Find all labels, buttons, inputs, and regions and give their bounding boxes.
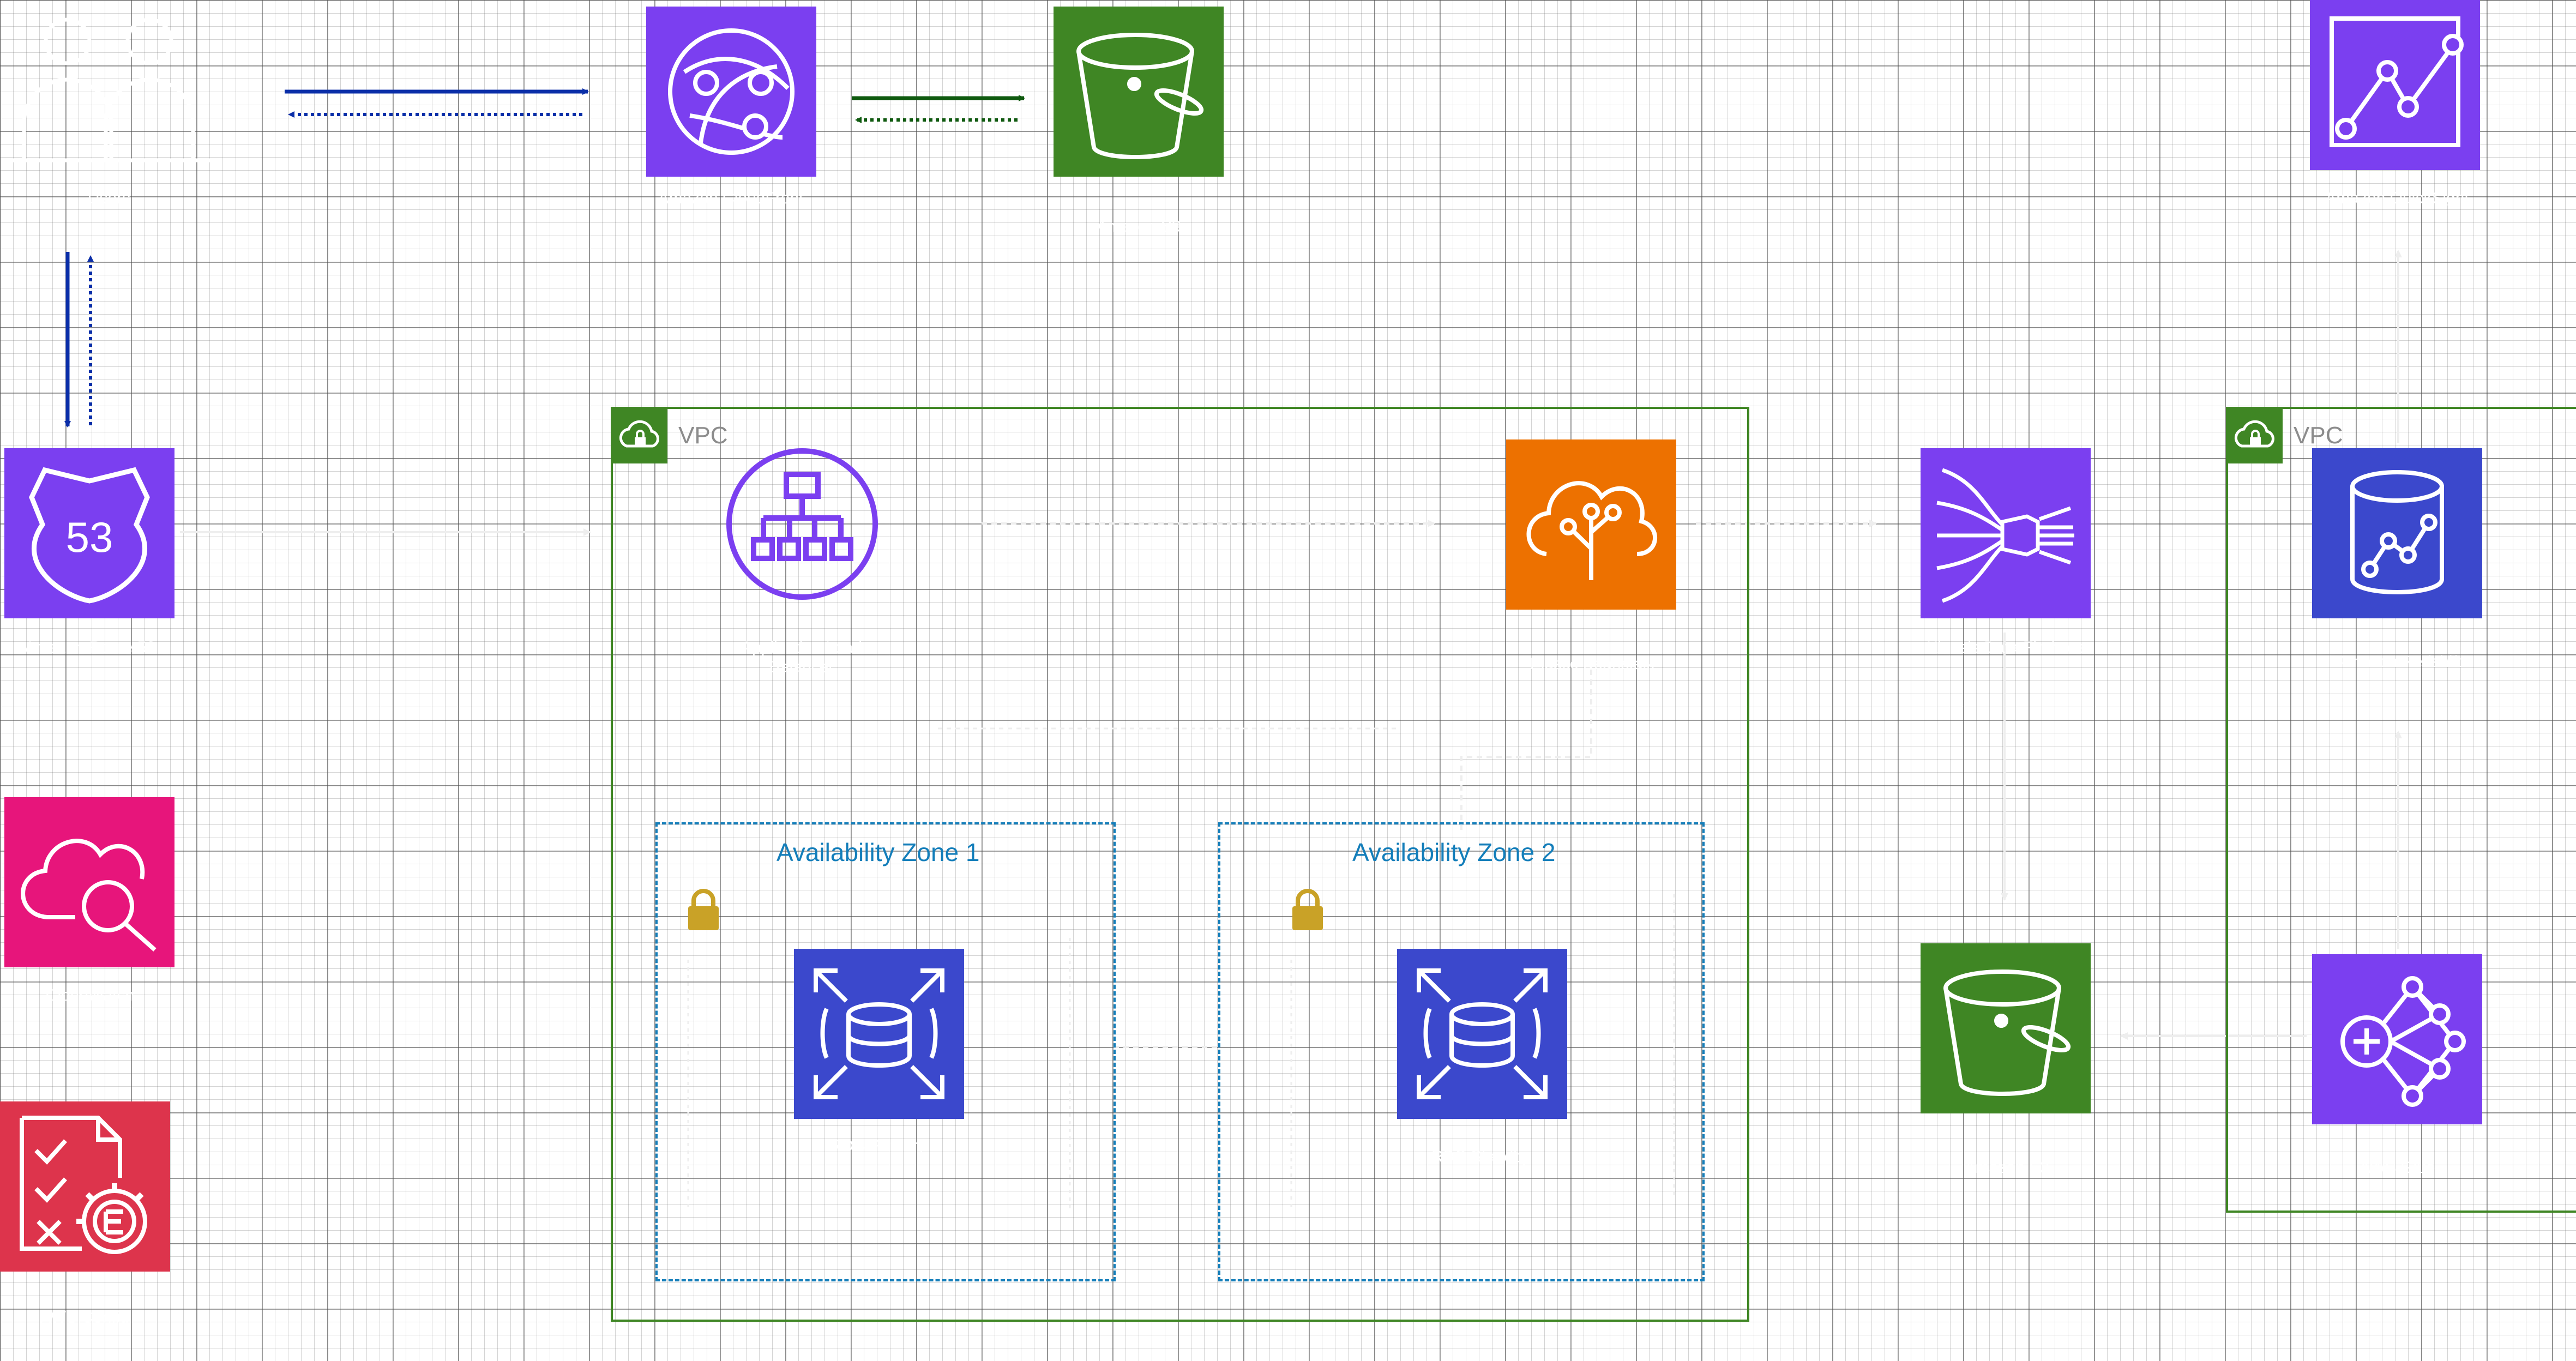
elastic-beanstalk-icon[interactable] [1506,439,1676,610]
cloudfront-icon[interactable] [646,7,816,177]
route53-icon[interactable]: 53 [4,448,174,618]
az1-title: Availability Zone 1 [777,838,980,866]
quicksight-label: Amazon QuickSight [2325,189,2469,207]
rds-standby-label: RDS Standby [1431,1148,1531,1166]
kinesis-firehose-icon[interactable] [1921,448,2091,618]
az2-title: Availability Zone 2 [1352,838,1556,866]
quicksight-icon[interactable] [2310,0,2480,170]
s3-datalake-icon[interactable] [1921,943,2091,1113]
cloudfront-label: Amazon CloudFront [658,189,804,207]
config-icon[interactable] [0,1101,170,1272]
svg-text:53: 53 [66,513,113,561]
link-beanstalk-to-rds [1460,670,1592,834]
users-label: Users [87,189,131,207]
s3-static-label: Amazon S3 [1096,218,1181,236]
cloudwatch-label: CloudWatch [45,986,135,1004]
firehose-label: Kinesis Data Firehose [1927,639,2087,657]
users-icon[interactable] [2,3,217,167]
s3-datalake-label: Amazon S3 [1964,1159,2049,1177]
beanstalk-label: Elastic Beanstalk [1530,655,1655,673]
alb-label: Application Load Balancer [741,639,862,676]
az1-lock-icon [686,888,721,931]
vpc-main-box [611,407,1749,1322]
route53-label: Amazon Route 53 [24,639,156,657]
redshift-label: Amazon Redshift [2337,653,2462,671]
az2-lock-icon [1290,888,1325,931]
load-balancer-icon[interactable] [725,447,879,601]
rds-standby-icon[interactable] [1397,949,1567,1119]
vpc-main-badge-icon [613,409,667,463]
rds-primary-icon[interactable] [794,949,964,1119]
s3-static-icon[interactable] [1054,7,1224,177]
config-label: AWS Config [40,1308,129,1326]
az1-box [655,822,1116,1281]
cloudwatch-icon[interactable] [4,797,174,967]
glue-label: AWS Glue [2359,1159,2435,1177]
vpc-right-box [2226,407,2576,1213]
glue-icon[interactable] [2312,954,2482,1124]
vpc-right-badge-icon [2228,409,2283,463]
vpc-right-title: VPC [2294,422,2343,449]
az2-box [1218,822,1705,1281]
redshift-icon[interactable] [2312,448,2482,618]
vpc-main-title: VPC [678,422,728,449]
rds-primary-label: RDS Primary [830,1137,926,1155]
